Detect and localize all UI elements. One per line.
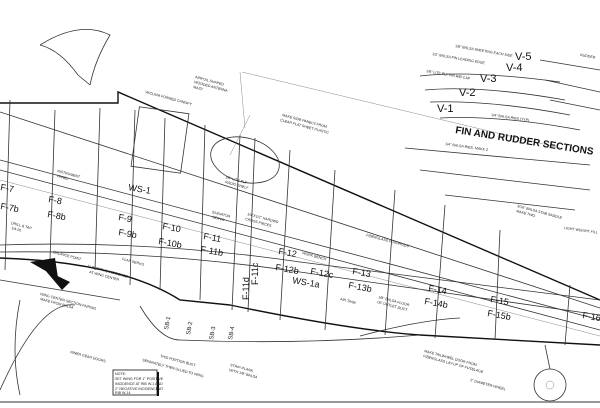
elevator-servo-note: SERVO — [212, 215, 225, 222]
former-label: F-13 — [352, 266, 372, 279]
former-label: F-16 — [582, 310, 600, 323]
rudder-note: RUDDER — [580, 53, 596, 60]
former-label: F-10b — [158, 236, 183, 250]
wheel-note: 2" DIAMETER WHEEL — [470, 378, 506, 391]
strip-plank-note: STRIP-PLANK — [230, 363, 254, 373]
former-label: F-11b — [200, 244, 224, 258]
stab-saddle-note: MAKE TWO — [516, 209, 536, 218]
antenna-note: MAST — [193, 85, 204, 92]
rib-cap-note: 1/8" LITE PLY FIN RIB CAP — [426, 69, 471, 81]
former-label: F-9 — [118, 212, 133, 224]
drill-tap-note: DRILL & TAP — [11, 221, 33, 230]
canopy-outline — [39, 29, 111, 86]
incidence-note: AT WING CENTER — [89, 270, 120, 282]
former-label: F-14 — [428, 283, 448, 296]
canopy-note: VACUUM FORMED CANOPY — [145, 90, 193, 106]
radio-shelf-note: 1/8" LITE PLY — [225, 175, 248, 185]
tail-wheel — [533, 368, 567, 402]
cross-pieces-note: CROSS PIECES — [245, 217, 273, 228]
former-label: F-11c — [250, 262, 260, 285]
ribs-typ-note: 1/4" BALSA RIBS (TYP) — [491, 113, 530, 122]
fuselage-side-view — [0, 59, 600, 402]
former-label: F-12 — [278, 246, 298, 259]
former-label: F-11 — [203, 231, 222, 244]
stab-block-label: SB-4 — [228, 326, 236, 341]
former-label: F-12c — [310, 266, 335, 280]
instrument-panel-note: PANEL — [57, 174, 69, 181]
former-label: F-9b — [118, 227, 138, 240]
air-tank-note: AIR TANK — [340, 297, 357, 305]
former-label: F-15b — [487, 308, 512, 322]
balance-point-marker — [30, 258, 70, 290]
stab-block-label: SB-2 — [186, 321, 194, 336]
fin-section-label: V-4 — [506, 62, 523, 74]
instrument-panel-note: INSTRUMENT — [57, 169, 82, 179]
former-label: F-10 — [162, 221, 182, 234]
note-line: NOTE: — [115, 372, 126, 376]
radio-shelf-note: RADIO SHELF — [225, 180, 250, 190]
stab-block-label: SB-3 — [209, 326, 217, 341]
former-label: F-14b — [424, 296, 449, 310]
light-fill-note: LIGHT WEIGHT FILL — [564, 226, 598, 235]
former-label: WS-1 — [128, 182, 152, 196]
fin-section-label: V-3 — [480, 73, 497, 85]
fin-section-label: V-5 — [515, 51, 532, 63]
balance-point-note: BALANCE POINT — [53, 250, 83, 262]
former-label: F-12b — [275, 262, 300, 276]
stab-block-label: SB-1 — [164, 316, 172, 331]
former-label: WS-1a — [292, 275, 321, 290]
former-label: F-11d — [241, 277, 251, 300]
former-label: F-7 — [0, 182, 15, 194]
leading-edge-note: 1/2" BALSA FIN LEADING EDGE — [432, 52, 486, 65]
gear-doors-note: INNER GEAR DOORS — [70, 350, 107, 363]
note-line: 2° NEGATIVE INCIDENCE AT — [115, 387, 164, 391]
ribs-make2-note: 1/4" BALSA RIBS, MAKE 2 — [445, 142, 488, 152]
work-bench-note: WORK BENCH — [302, 251, 327, 261]
drill-tap-note: 1/4-20 — [11, 226, 22, 233]
note-line: SET WING FOR 1° POSITIVE — [115, 377, 164, 381]
note-box: NOTE: SET WING FOR 1° POSITIVE INCIDENCE… — [112, 369, 164, 396]
former-label: F-7b — [0, 201, 20, 214]
note-line: INCIDENCE AT RIB W-1 AND — [115, 382, 163, 386]
elevator-servo-note: ELEVATOR — [212, 210, 231, 219]
fin-section-label: V-1 — [437, 103, 454, 115]
section-title: FIN AND RUDDER SECTIONS — [455, 125, 595, 158]
note-line: RIB W-14 — [115, 391, 131, 395]
fin-section-label: V-2 — [459, 87, 476, 99]
sheeting-note: 1/8" BALSA SHEETING EACH SIDE — [455, 44, 514, 58]
antenna-note: AIRFOIL SHAPED — [195, 75, 225, 87]
flap-servo-note: FLAP SERVO — [122, 257, 145, 267]
strip-plank-note: WITH 1/8" BALSA — [229, 368, 259, 380]
former-label: F-8b — [47, 209, 67, 222]
former-label: F-8 — [48, 194, 63, 206]
pushrods-note: FIBERGLASS PUSHRODS — [366, 233, 410, 248]
former-label: F-13b — [348, 280, 373, 294]
former-label: F-15 — [490, 294, 510, 307]
